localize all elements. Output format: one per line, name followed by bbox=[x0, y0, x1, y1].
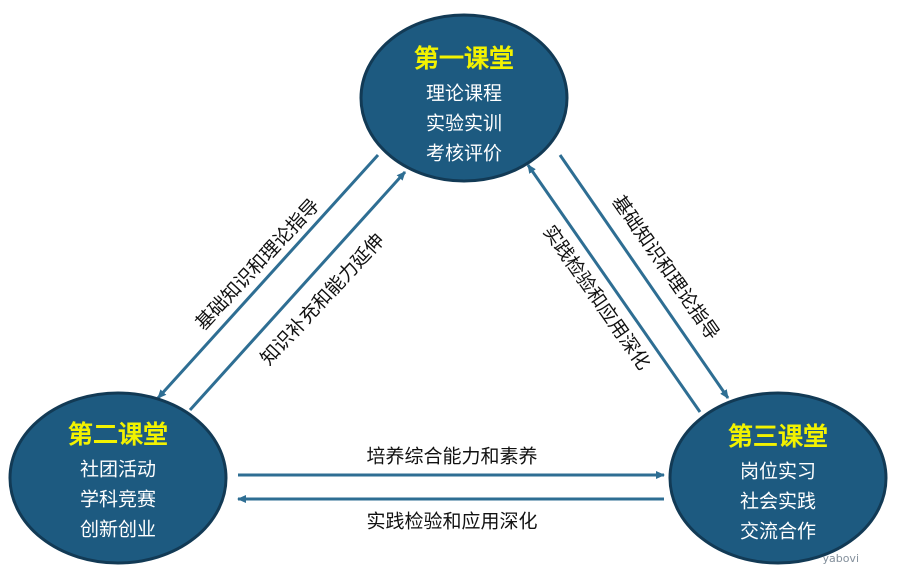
arrow-third-to-first bbox=[526, 164, 702, 413]
node-third-classroom: 第三课堂 岗位实习 社会实践 交流合作 bbox=[668, 391, 888, 565]
arrow-second-to-first bbox=[188, 170, 407, 412]
node-third-item: 岗位实习 bbox=[740, 461, 816, 483]
node-first-circle bbox=[359, 13, 569, 183]
node-second-classroom: 第二课堂 社团活动 学科竞赛 创新创业 bbox=[8, 391, 228, 565]
node-third-circle bbox=[668, 391, 888, 565]
node-first-item: 实验实训 bbox=[426, 113, 502, 135]
arrow-first-to-second bbox=[156, 153, 380, 400]
node-third-title: 第三课堂 bbox=[728, 422, 828, 451]
node-third-item: 交流合作 bbox=[740, 521, 816, 543]
node-third-item: 社会实践 bbox=[740, 491, 816, 513]
edge-label-third-to-second: 实践检验和应用深化 bbox=[366, 511, 537, 533]
edge-labels: 基础知识和理论指导 知识补充和能力延伸 实践检验和应用深化 基础知识和理论指导 … bbox=[191, 191, 723, 532]
node-second-item: 学科竞赛 bbox=[80, 489, 156, 511]
watermark-text: yabovi bbox=[822, 552, 859, 565]
node-first-item: 考核评价 bbox=[426, 143, 502, 165]
arrow-first-to-third bbox=[558, 154, 730, 399]
node-second-item: 创新创业 bbox=[80, 519, 156, 541]
edge-arrows bbox=[156, 153, 730, 503]
node-first-classroom: 第一课堂 理论课程 实验实训 考核评价 bbox=[359, 13, 569, 183]
node-second-title: 第二课堂 bbox=[68, 420, 168, 449]
node-first-item: 理论课程 bbox=[426, 83, 502, 105]
node-second-item: 社团活动 bbox=[80, 459, 156, 481]
node-second-circle bbox=[8, 391, 228, 565]
edge-label-second-to-third: 培养综合能力和素养 bbox=[366, 446, 537, 468]
node-first-title: 第一课堂 bbox=[414, 44, 514, 73]
